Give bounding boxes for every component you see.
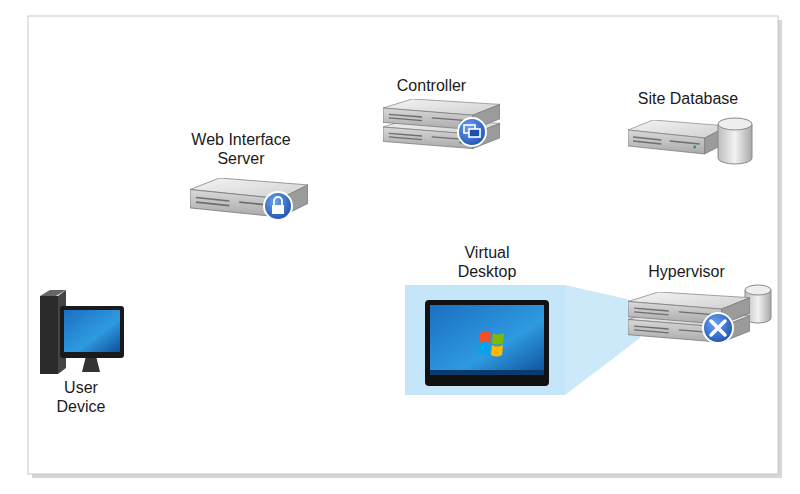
node-label: User Device xyxy=(45,378,117,416)
lock-shackle xyxy=(274,197,282,205)
hypervisor-node: Hypervisor xyxy=(628,285,771,348)
controller-node: Controller xyxy=(383,99,500,154)
node-label: Virtual Desktop xyxy=(442,243,532,281)
logo-yellow xyxy=(491,345,503,357)
node-label: Hypervisor xyxy=(627,262,747,281)
database-server xyxy=(628,118,752,164)
controller-badge xyxy=(458,118,486,146)
disk-top xyxy=(718,118,752,130)
web-server xyxy=(190,178,308,220)
pc-tower xyxy=(40,296,58,374)
user-device xyxy=(40,290,124,374)
frame xyxy=(28,16,778,474)
logo-red xyxy=(479,332,491,344)
monitor-bezel xyxy=(60,306,124,358)
logo-green xyxy=(492,333,504,345)
badge-x xyxy=(711,321,725,335)
monitor-screen xyxy=(64,310,120,352)
badge-monitor xyxy=(469,129,480,137)
monitor-stand xyxy=(82,356,100,372)
taskbar xyxy=(430,370,544,375)
desktop-node: Virtual Desktop xyxy=(405,285,565,395)
hypervisor-badge xyxy=(703,313,733,343)
hypervisor-server xyxy=(628,285,771,343)
node-label: Controller xyxy=(372,76,492,95)
screen-wallpaper xyxy=(430,305,544,375)
disk-top xyxy=(745,285,771,295)
desktop-glow xyxy=(405,285,565,395)
logo-blue xyxy=(478,344,490,356)
node-label: Web Interface Server xyxy=(181,130,301,168)
desktop-screen xyxy=(425,300,549,386)
lock-body xyxy=(272,205,284,214)
controller-server xyxy=(383,99,500,149)
device-node: User Device xyxy=(40,290,124,374)
web-badge xyxy=(264,192,292,220)
database-node: Site Database xyxy=(628,112,752,168)
screen-bezel xyxy=(425,300,549,386)
server-node: Web Interface Server xyxy=(190,172,308,228)
node-label: Site Database xyxy=(618,89,758,108)
